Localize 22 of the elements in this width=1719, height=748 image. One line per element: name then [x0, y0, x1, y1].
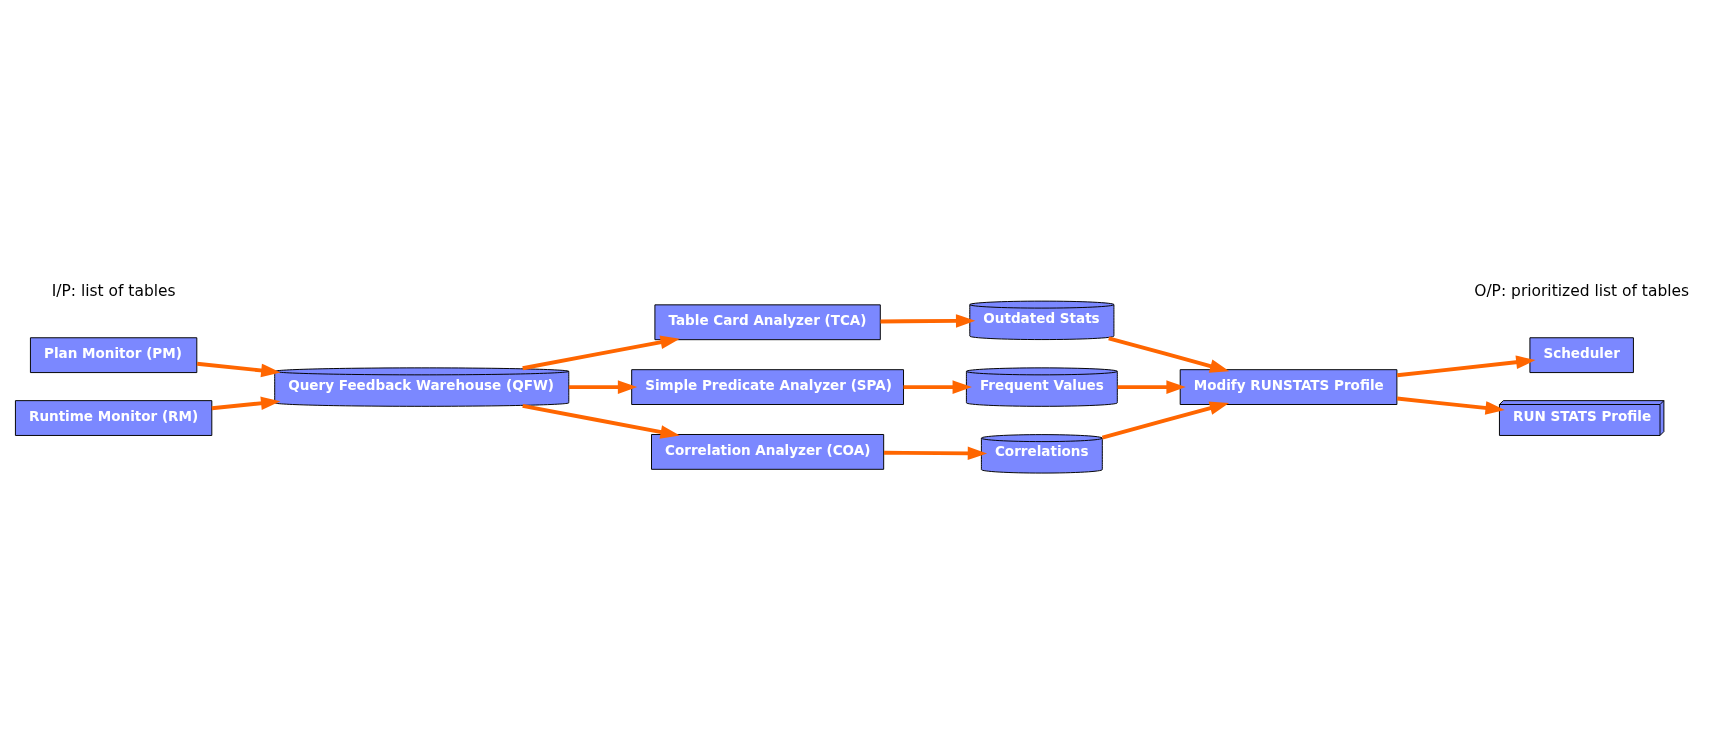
arrow: [522, 335, 680, 371]
node-box: Correlation Analyzer (COA): [651, 434, 885, 470]
arrow: [1108, 336, 1230, 373]
arrow: [211, 396, 281, 411]
node-box: Simple Predicate Analyzer (SPA): [631, 369, 904, 405]
arrow: [884, 446, 988, 461]
arrow: [903, 380, 972, 394]
node-box: Table Card Analyzer (TCA): [654, 304, 881, 341]
arrow: [1396, 396, 1505, 415]
label: I/P: list of tables: [51, 281, 176, 300]
arrow: [196, 361, 281, 378]
node-box: Modify RUNSTATS Profile: [1179, 369, 1398, 405]
arrow: [880, 314, 976, 328]
arrow: [522, 404, 680, 439]
arrow: [1117, 380, 1186, 394]
label: O/P: prioritized list of tables: [1474, 281, 1690, 300]
arrow: [1101, 401, 1230, 440]
node-box: Runtime Monitor (RM): [14, 400, 213, 436]
arrow: [1396, 355, 1536, 378]
arrow: [568, 380, 638, 394]
node-box: Scheduler: [1529, 337, 1634, 374]
node-box: Plan Monitor (PM): [29, 337, 198, 374]
